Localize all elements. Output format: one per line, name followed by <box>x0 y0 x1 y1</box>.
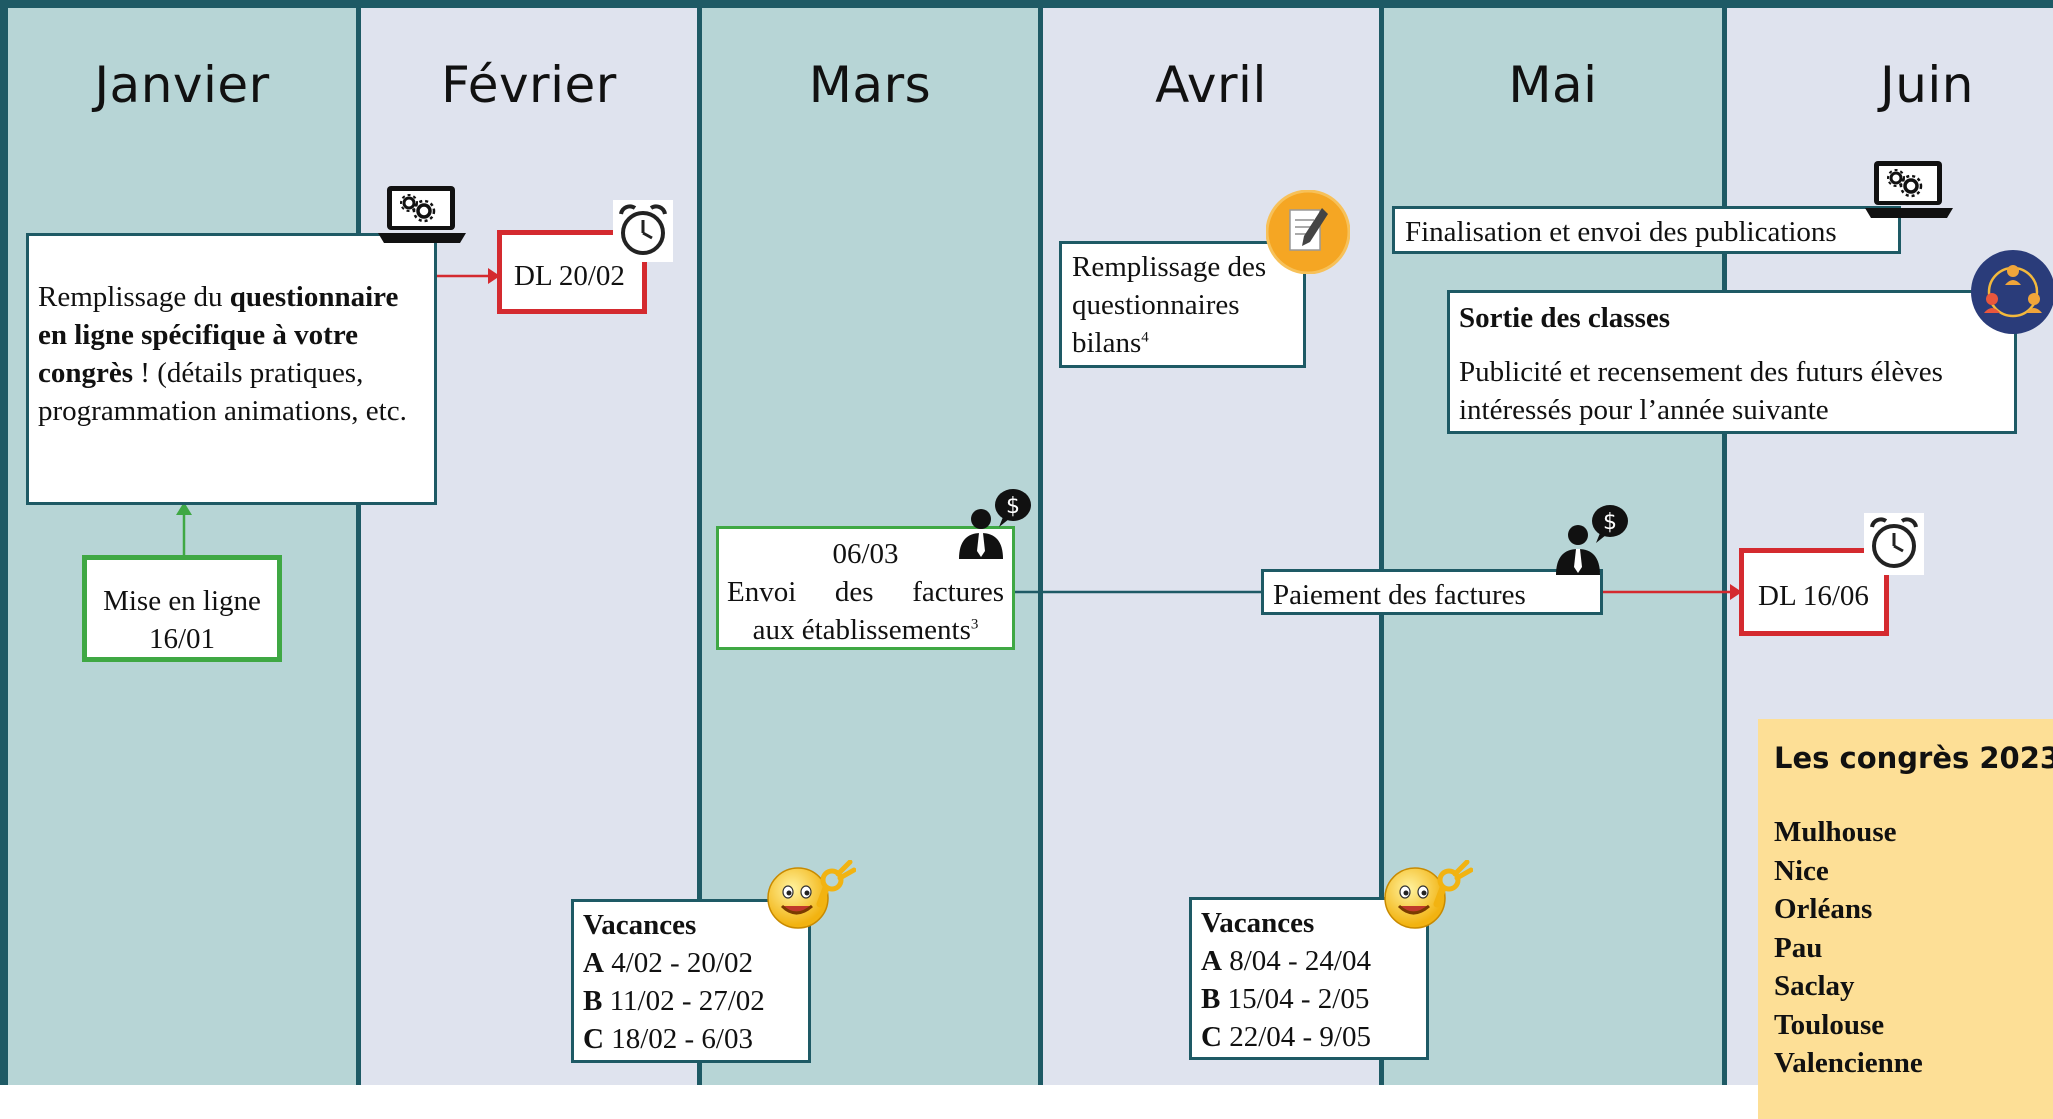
bilans-box: Remplissage des questionnaires bilans4 <box>1059 241 1306 368</box>
vacances-row: A 4/02 - 20/02 <box>583 947 753 979</box>
congres-city: Saclay <box>1774 970 1855 1002</box>
vacances-row: C 22/04 - 9/05 <box>1201 1021 1371 1053</box>
congres-city: Nice <box>1774 854 1829 887</box>
smiley-ok-icon <box>767 860 856 929</box>
paiement-box: Paiement des factures <box>1261 569 1603 615</box>
businessman-money-icon: $ <box>959 489 1031 559</box>
congres-panel: Les congrès 2023 Mulhouse Nice Orléans P… <box>1758 719 2053 1119</box>
month-label: Juin <box>1879 56 1975 114</box>
month-label: Avril <box>1155 56 1267 114</box>
finalisation-box: Finalisation et envoi des publications <box>1392 206 1901 254</box>
vacances-row: B 11/02 - 27/02 <box>583 985 765 1017</box>
congres-title: Les congrès 2023 <box>1774 741 2053 775</box>
laptop-gears-icon <box>378 186 466 243</box>
network-people-icon <box>1971 250 2053 334</box>
congres-city: Orléans <box>1774 893 1873 925</box>
questionnaire-bold: questionnaire en ligne spécifique à votr… <box>38 281 399 389</box>
laptop-gears-icon <box>1865 161 1953 218</box>
alarm-clock-icon <box>1864 513 1924 575</box>
questionnaire-box: Remplissage du questionnaire en ligne sp… <box>26 233 437 505</box>
vacances-box-1: Vacances A 4/02 - 20/02 B 11/02 - 27/02 … <box>571 899 811 1063</box>
vacances-row: B 15/04 - 2/05 <box>1201 983 1370 1015</box>
congres-city: Pau <box>1774 931 1823 964</box>
column-janvier: Janvier <box>8 8 361 1085</box>
questionnaire-text: Remplissage du <box>38 281 230 313</box>
congres-city: Toulouse <box>1774 1008 1885 1041</box>
alarm-clock-icon <box>613 200 673 262</box>
month-label: Février <box>441 56 617 114</box>
vacances-row: A 8/04 - 24/04 <box>1201 945 1371 977</box>
notepad-pencil-icon <box>1266 190 1350 274</box>
mise-en-ligne-box: Mise en ligne 16/01 <box>82 555 282 662</box>
svg-text:$: $ <box>1603 510 1617 535</box>
questionnaire-details: ! (détails pratiques, programmation anim… <box>38 357 407 427</box>
month-label: Janvier <box>94 56 270 114</box>
congres-city: Valencienne <box>1774 1047 1923 1079</box>
vacances-row: C 18/02 - 6/03 <box>583 1023 753 1055</box>
vacances-box-2: Vacances A 8/04 - 24/04 B 15/04 - 2/05 C… <box>1189 897 1429 1060</box>
factures-box: 06/03 Envoi des factures aux établisseme… <box>716 526 1015 650</box>
smiley-ok-icon <box>1384 860 1473 929</box>
sortie-classes-box: Sortie des classes Publicité et recensem… <box>1447 290 2017 434</box>
businessman-money-icon: $ <box>1556 505 1628 575</box>
month-label: Mars <box>808 56 932 114</box>
svg-text:$: $ <box>1006 494 1020 519</box>
congres-city: Mulhouse <box>1774 816 1897 848</box>
month-label: Mai <box>1508 56 1598 114</box>
